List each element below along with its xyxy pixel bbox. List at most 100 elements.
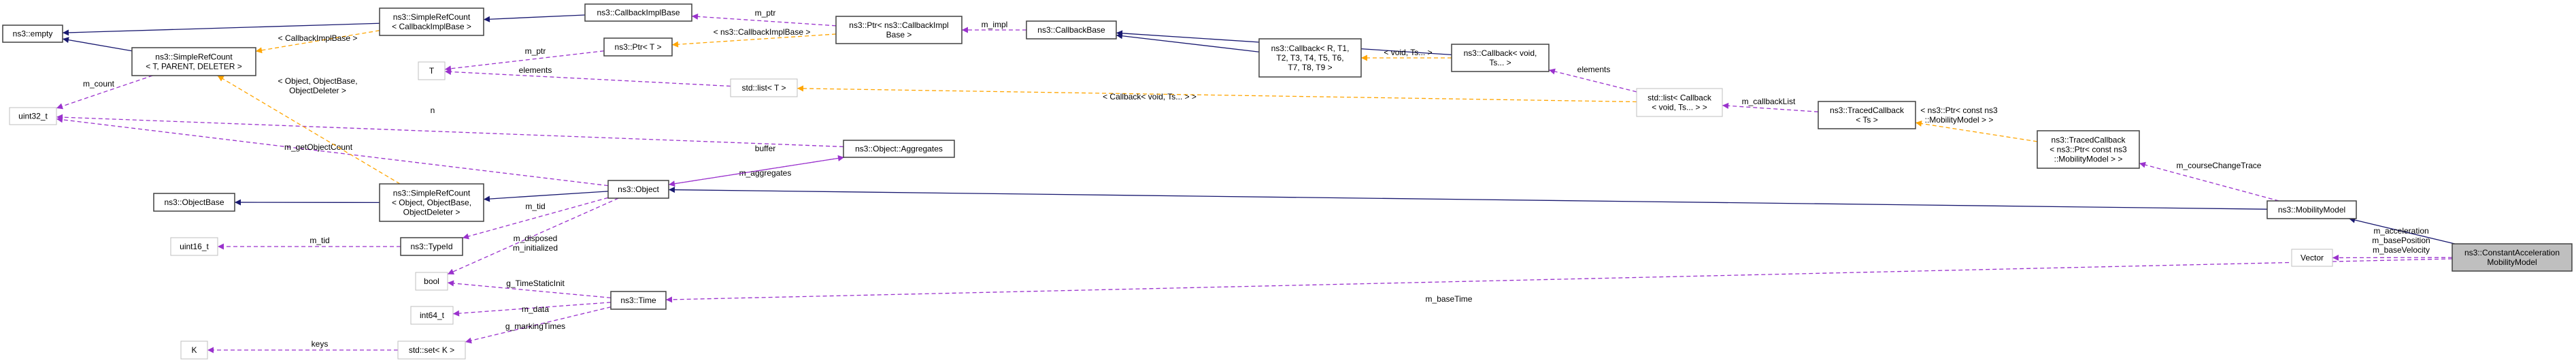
node-box[interactable] — [603, 37, 673, 57]
node-label: < Object, ObjectBase, — [392, 198, 471, 208]
node-K[interactable]: K — [180, 341, 208, 360]
node-bool[interactable]: bool — [415, 272, 448, 291]
node-box[interactable] — [131, 47, 256, 76]
node-uint16[interactable]: uint16_t — [170, 237, 218, 256]
node-label: ns3::Object — [618, 185, 659, 194]
node-box[interactable] — [1636, 88, 1723, 117]
node-src_cib[interactable]: ns3::SimpleRefCount< CallbackImplBase > — [379, 7, 484, 36]
node-cb_void[interactable]: ns3::Callback< void,Ts... > — [1451, 44, 1550, 72]
node-cb_r[interactable]: ns3::Callback< R, T1,T2, T3, T4, T5, T6,… — [1258, 38, 1362, 78]
usage-arrow — [447, 280, 612, 298]
node-tc_ptr[interactable]: ns3::TracedCallback< ns3::Ptr< const ns3… — [2037, 130, 2140, 169]
node-box[interactable] — [418, 61, 446, 80]
node-box[interactable] — [170, 237, 218, 256]
usage-arrow — [56, 116, 609, 187]
node-box[interactable] — [607, 180, 669, 199]
node-objectbase[interactable]: ns3::ObjectBase — [153, 193, 235, 212]
node-box[interactable] — [2452, 243, 2573, 272]
edges: < CallbackImplBase >m_countnm_getObjectC… — [56, 8, 2456, 353]
node-uint32[interactable]: uint32_t — [9, 107, 57, 125]
node-box[interactable] — [379, 7, 484, 36]
node-list_t[interactable]: std::list< T > — [730, 78, 798, 97]
node-object[interactable]: ns3::Object — [607, 180, 669, 199]
node-box[interactable] — [153, 193, 235, 212]
node-T[interactable]: T — [418, 61, 446, 80]
inheritance-arrow — [668, 187, 2268, 210]
node-label: ns3::TracedCallback — [2052, 136, 2126, 145]
usage-arrow — [56, 75, 153, 110]
node-label: < Ts > — [1856, 115, 1877, 125]
node-ptr_t[interactable]: ns3::Ptr< T > — [603, 37, 673, 57]
node-label: ns3::MobilityModel — [2278, 205, 2345, 215]
node-box[interactable] — [835, 16, 963, 44]
node-box[interactable] — [400, 237, 463, 256]
node-box[interactable] — [2266, 200, 2357, 219]
node-vector[interactable]: Vector — [2291, 249, 2333, 267]
edge-typeid-to-uint16: m_tid — [218, 236, 401, 250]
node-label: bool — [424, 277, 439, 286]
node-box[interactable] — [610, 291, 667, 310]
node-label: Ts... > — [1489, 58, 1511, 67]
node-cbbase[interactable]: ns3::CallbackBase — [1026, 20, 1117, 40]
node-box[interactable] — [2037, 130, 2140, 169]
node-box[interactable] — [2291, 249, 2333, 267]
node-label: ns3::CallbackImplBase — [597, 8, 680, 18]
node-label: ns3::Callback< void, — [1464, 48, 1537, 58]
edge-label: elements — [519, 65, 552, 75]
node-mobility[interactable]: ns3::MobilityModel — [2266, 200, 2357, 219]
node-set_k[interactable]: std::set< K > — [397, 341, 466, 360]
node-cib[interactable]: ns3::CallbackImplBase — [584, 3, 692, 22]
node-box[interactable] — [730, 78, 798, 97]
node-src_tpd[interactable]: ns3::SimpleRefCount< T, PARENT, DELETER … — [131, 47, 256, 76]
node-label: < ns3::Ptr< const ns3 — [2050, 145, 2127, 155]
node-typeid[interactable]: ns3::TypeId — [400, 237, 463, 256]
node-label: ns3::TypeId — [410, 242, 452, 251]
inheritance-arrow — [483, 191, 609, 202]
node-list_cb[interactable]: std::list< Callback< void, Ts... > > — [1636, 88, 1723, 117]
node-label: < CallbackImplBase > — [392, 22, 471, 31]
edge-label: keys — [312, 339, 329, 349]
node-box[interactable] — [584, 3, 692, 22]
node-box[interactable] — [1451, 44, 1550, 72]
node-label: T — [429, 66, 435, 76]
node-box[interactable] — [410, 306, 454, 325]
edge-cam-to-time: m_baseTime — [665, 258, 2453, 304]
edge-aggregates-to-uint32: n — [56, 106, 844, 148]
usage-arrow — [668, 157, 845, 187]
edge-label: g_TimeStaticInit — [506, 279, 565, 288]
node-time[interactable]: ns3::Time — [610, 291, 667, 310]
edge-label: < void, Ts... > — [1384, 48, 1432, 57]
node-box[interactable] — [415, 272, 448, 291]
node-box[interactable] — [9, 107, 57, 125]
template-arrow — [671, 33, 837, 48]
node-box[interactable] — [2, 25, 63, 43]
edge-label: m_basePosition — [2372, 236, 2430, 245]
inheritance-arrow — [62, 22, 380, 36]
node-aggregates[interactable]: ns3::Object::Aggregates — [843, 140, 955, 158]
node-box[interactable] — [1818, 101, 1916, 129]
node-label: ns3::ObjectBase — [164, 198, 224, 207]
node-label: K — [191, 345, 197, 355]
template-arrow — [797, 85, 1637, 103]
node-box[interactable] — [379, 183, 484, 222]
node-tc_ts[interactable]: ns3::TracedCallback< Ts > — [1818, 101, 1916, 129]
node-box[interactable] — [180, 341, 208, 360]
node-label: std::list< Callback — [1647, 93, 1712, 103]
inheritance-arrow — [1116, 33, 1260, 52]
node-box[interactable] — [397, 341, 466, 360]
inheritance-arrow — [62, 37, 133, 52]
node-empty[interactable]: ns3::empty — [2, 25, 63, 43]
node-box[interactable] — [1026, 20, 1117, 40]
node-ptr_cib[interactable]: ns3::Ptr< ns3::CallbackImplBase > — [835, 16, 963, 44]
edge-label: < Callback< void, Ts... > > — [1103, 92, 1197, 101]
edge-label: m_ptr — [755, 8, 776, 18]
edge-label: m_count — [83, 79, 115, 89]
node-int64[interactable]: int64_t — [410, 306, 454, 325]
edge-label: n — [431, 106, 435, 115]
node-label: int64_t — [420, 311, 445, 320]
node-box[interactable] — [1258, 38, 1362, 78]
node-box[interactable] — [843, 140, 955, 158]
node-src_obj[interactable]: ns3::SimpleRefCount< Object, ObjectBase,… — [379, 183, 484, 222]
